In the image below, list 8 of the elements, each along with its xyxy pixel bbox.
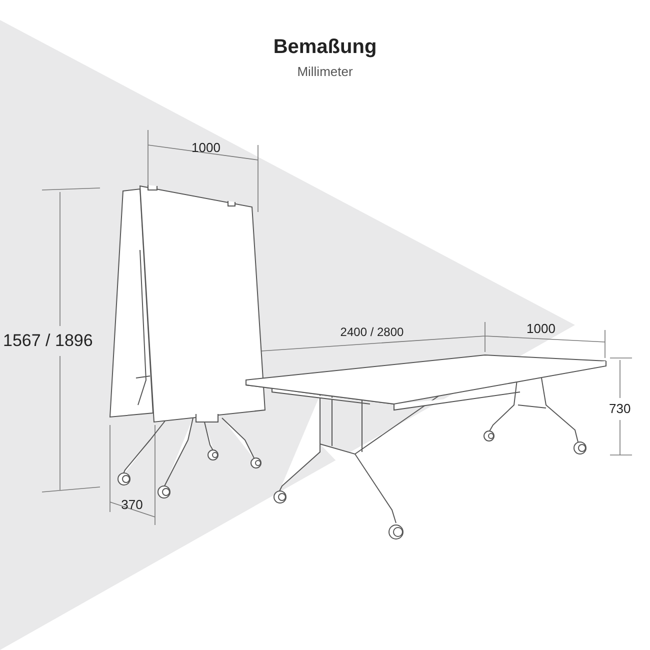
dimension-label: 370	[121, 497, 143, 512]
dimension-label: 2400 / 2800	[340, 325, 404, 339]
dimension-label: 1000	[526, 321, 556, 336]
dimension-label: 730	[609, 401, 631, 416]
dimension-label: 1000	[192, 140, 220, 155]
subtitle: Millimeter	[297, 64, 353, 79]
dimension-label: 1567 / 1896	[3, 331, 93, 351]
title: Bemaßung	[272, 36, 378, 59]
